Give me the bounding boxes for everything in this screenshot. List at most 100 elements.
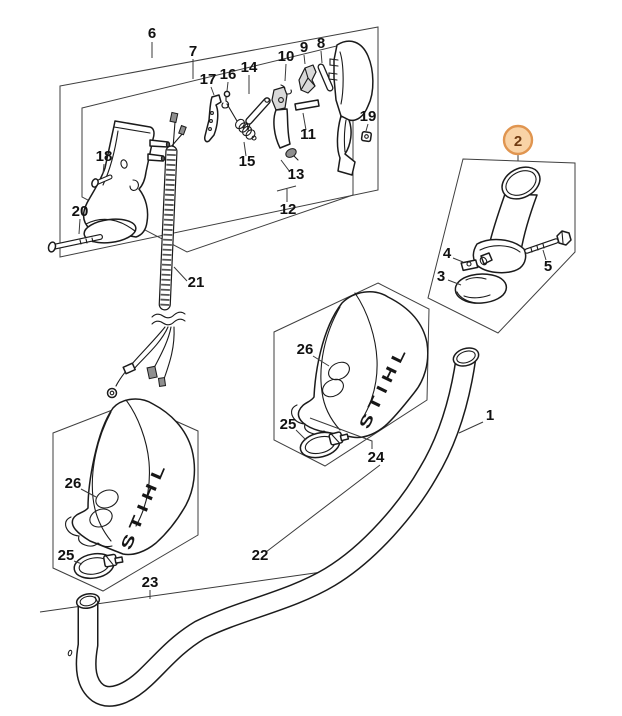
collar-rim-line: [479, 245, 521, 253]
callout-21-number[interactable]: 21: [188, 274, 205, 291]
callout-4[interactable]: 4: [443, 245, 464, 263]
callout-16-number[interactable]: 16: [220, 66, 237, 83]
callout-2-number[interactable]: 2: [514, 133, 522, 150]
callout-17[interactable]: 17: [200, 71, 217, 96]
callout-10-number[interactable]: 10: [278, 48, 295, 65]
callout-8[interactable]: 8: [317, 35, 325, 64]
callout-9[interactable]: 9: [300, 39, 308, 65]
grip-ring-26-mid-b: [322, 378, 344, 398]
housing-right-lower: [336, 115, 356, 176]
grip-middle-inner-contour: [320, 306, 341, 431]
callout-23[interactable]: 23: [142, 574, 159, 599]
tube-stub-notch: [94, 596, 99, 604]
ring-terminal-hole: [109, 390, 115, 396]
callout-12[interactable]: 12: [276, 185, 297, 218]
pin-16-head: [223, 90, 231, 98]
callout-20[interactable]: 20: [72, 203, 89, 235]
grip-ring-26-left-a: [95, 489, 119, 509]
spring-15-wire: [226, 103, 238, 122]
callout-3-number[interactable]: 3: [437, 268, 445, 285]
bracket-17-hole-c: [208, 127, 212, 131]
callout-7-number[interactable]: 7: [189, 43, 197, 60]
clamp-3: [454, 273, 508, 304]
collar-peg-face: [479, 256, 488, 266]
housing-oval-hole: [120, 159, 128, 169]
trigger-13-pivot: [278, 97, 284, 103]
callout-11-number[interactable]: 11: [300, 126, 316, 143]
callout-3[interactable]: 3: [437, 268, 462, 286]
callout-19[interactable]: 19: [360, 108, 377, 132]
callout-25-mid-number[interactable]: 25: [280, 416, 297, 433]
callout-labels: 6 7 17 16 14 10 9 8: [58, 25, 552, 599]
housing-stud-b-tip: [160, 155, 166, 162]
callout-1-number[interactable]: 1: [486, 407, 494, 424]
callout-12-number[interactable]: 12: [280, 201, 297, 218]
housing-right-half: [328, 40, 374, 176]
callout-5-number[interactable]: 5: [544, 258, 552, 275]
callout-9-number[interactable]: 9: [300, 39, 308, 56]
callout-22-number[interactable]: 22: [252, 547, 269, 564]
grip-post-cap-inner: [505, 170, 537, 196]
callout-25-left-number[interactable]: 25: [58, 547, 75, 564]
pin-16-hook: [221, 96, 230, 109]
callout-2-highlight[interactable]: 2: [502, 124, 534, 161]
callout-24-number[interactable]: 24: [368, 449, 385, 466]
hose-clamp-25-left: [73, 552, 124, 580]
assembly-boxes: [52, 26, 576, 592]
grip-middle-shell: [297, 291, 429, 439]
assembly-box-grip-middle: [273, 282, 430, 467]
callout-24[interactable]: 24: [309, 417, 385, 466]
callout-11[interactable]: 11: [300, 112, 316, 143]
callout-7[interactable]: 7: [189, 43, 197, 79]
callout-21[interactable]: 21: [173, 266, 205, 291]
callout-15-number[interactable]: 15: [239, 153, 256, 170]
callout-17-number[interactable]: 17: [200, 71, 217, 88]
handlebar-tube: [67, 347, 480, 707]
callout-26-left-number[interactable]: 26: [65, 475, 82, 492]
callout-6[interactable]: 6: [148, 25, 156, 58]
callout-10[interactable]: 10: [278, 48, 295, 82]
lever-14-body: [246, 98, 270, 124]
callout-13[interactable]: 13: [280, 159, 305, 183]
trigger-spring-tail: [293, 155, 299, 161]
callout-8-number[interactable]: 8: [317, 35, 325, 52]
callout-14[interactable]: 14: [241, 59, 258, 94]
ferrule: [157, 377, 167, 387]
callout-18-number[interactable]: 18: [96, 148, 113, 165]
grip-left: STIHL: [65, 398, 196, 580]
trigger-13-blade: [273, 108, 291, 149]
ring-terminal: [106, 387, 118, 399]
callout-6-number[interactable]: 6: [148, 25, 156, 42]
callout-5[interactable]: 5: [542, 249, 552, 275]
grip-middle: STIHL: [291, 291, 429, 459]
callout-22[interactable]: 22: [252, 547, 269, 564]
bracket-17: [204, 94, 222, 143]
bolt-5-head-facet: [561, 231, 564, 244]
callout-26-mid-number[interactable]: 26: [297, 341, 314, 358]
callout-25-mid[interactable]: 25: [280, 416, 307, 441]
nut-19-hole: [364, 134, 369, 139]
callout-15[interactable]: 15: [239, 141, 256, 170]
grip-post-cap: [501, 166, 541, 200]
housing-left-body: [82, 120, 155, 238]
callout-18[interactable]: 18: [96, 148, 113, 175]
callout-23-number[interactable]: 23: [142, 574, 159, 591]
callout-14-number[interactable]: 14: [241, 59, 258, 76]
callout-4-number[interactable]: 4: [443, 245, 452, 262]
nut-4: [460, 259, 479, 272]
grip-left-flange: [65, 516, 113, 548]
callout-1[interactable]: 1: [458, 407, 494, 434]
callout-19-number[interactable]: 19: [360, 108, 377, 125]
wire-a: [115, 326, 166, 387]
assembly-box-7: [81, 41, 354, 253]
callout-16[interactable]: 16: [220, 66, 237, 92]
collar-peg: [480, 252, 493, 265]
callout-13-number[interactable]: 13: [288, 166, 305, 183]
callout-20-number[interactable]: 20: [72, 203, 89, 220]
highlight-circle[interactable]: [502, 124, 534, 156]
callout-26-left[interactable]: 26: [65, 475, 97, 498]
housing-stud-b: [147, 153, 164, 162]
callout-25-left[interactable]: 25: [58, 547, 83, 565]
callout-26-mid[interactable]: 26: [297, 341, 330, 367]
